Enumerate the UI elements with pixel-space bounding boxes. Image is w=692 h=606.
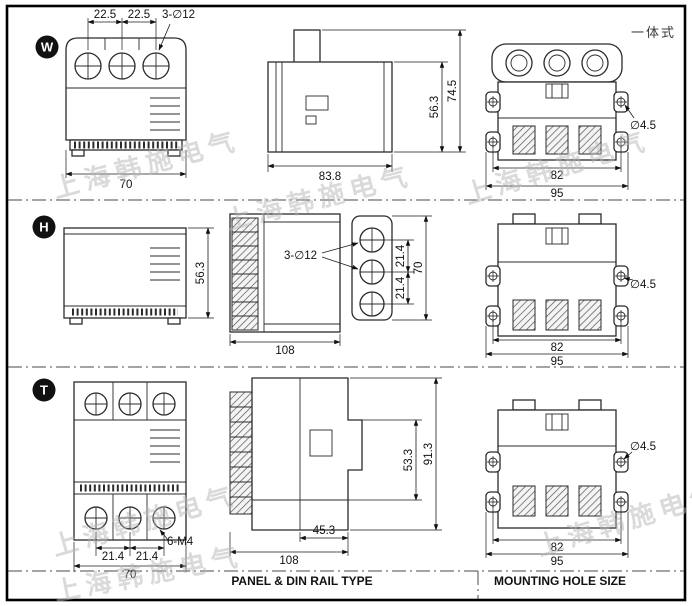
dim-t-mount-hole: ∅4.5 — [630, 441, 656, 453]
dim-t-front-width: 70 — [124, 569, 137, 581]
t-mount-view: ∅4.5 82 95 — [485, 399, 656, 568]
h-mount-view: ∅4.5 82 95 — [485, 213, 656, 368]
dim-t-pitch-a: 21.4 — [102, 551, 125, 563]
footer-labels: PANEL & DIN RAIL TYPE MOUNTING HOLE SIZE — [231, 574, 626, 588]
dim-w-side-height-body: 56.3 — [429, 96, 441, 118]
dim-w-side-height-total: 74.5 — [447, 80, 459, 102]
row-t-badge: T — [32, 378, 56, 402]
section-separators — [8, 199, 684, 599]
row-t: T 21.4 21.4 6-M4 70 — [32, 377, 656, 581]
row-h-badge: H — [32, 215, 56, 239]
dim-t-mount-width-inner: 82 — [551, 542, 564, 554]
dim-h-pitch-a: 21.4 — [395, 244, 407, 267]
row-h-badge-letter: H — [39, 220, 48, 235]
row-h: H 56.3 3-∅12 — [32, 213, 656, 368]
dim-w-holes: 3-∅12 — [162, 9, 195, 21]
dim-w-mount-width-inner: 82 — [551, 170, 564, 182]
dim-t-side-height-body: 53.3 — [403, 449, 415, 471]
t-front-view: 21.4 21.4 6-M4 70 — [73, 381, 194, 581]
row-w-badge: W — [35, 35, 59, 59]
mounting-hole-label: MOUNTING HOLE SIZE — [494, 574, 626, 588]
h-front-view: 56.3 — [63, 227, 214, 325]
row-t-badge-letter: T — [40, 383, 48, 398]
dim-t-pitch-b: 21.4 — [136, 551, 159, 563]
dim-w-side-width: 83.8 — [319, 171, 341, 183]
dim-t-body-width: 108 — [279, 555, 298, 567]
dim-h-hole-span: 70 — [413, 262, 425, 275]
dim-h-mount-hole: ∅4.5 — [630, 279, 656, 291]
dim-t-mount-width-outer: 95 — [551, 556, 564, 568]
dim-h-front-height: 56.3 — [195, 262, 207, 284]
row-w: W 一体式 22.5 22.5 3-∅12 70 — [35, 9, 676, 200]
dim-t-screws: 6-M4 — [167, 536, 194, 548]
dim-h-holes: 3-∅12 — [284, 250, 317, 262]
dim-t-side-height-total: 91.3 — [423, 443, 435, 465]
row-w-badge-letter: W — [41, 40, 54, 55]
dim-h-mount-width-inner: 82 — [551, 342, 564, 354]
dim-t-rail-depth: 45.3 — [313, 525, 335, 537]
dim-h-body-width: 108 — [275, 345, 294, 357]
dim-w-front-width: 70 — [120, 179, 133, 191]
w-side-view: 83.8 56.3 74.5 — [267, 29, 466, 183]
dim-w-pitch-b: 22.5 — [128, 9, 150, 21]
w-mount-view: ∅4.5 82 95 — [485, 43, 656, 200]
dim-h-mount-width-outer: 95 — [551, 356, 564, 368]
w-front-view: 22.5 22.5 3-∅12 70 — [65, 9, 195, 191]
dim-h-pitch-b: 21.4 — [395, 276, 407, 299]
dim-w-mount-hole: ∅4.5 — [630, 120, 656, 132]
dim-w-pitch-a: 22.5 — [94, 9, 116, 21]
panel-din-label: PANEL & DIN RAIL TYPE — [231, 574, 372, 588]
t-side-view: 45.3 108 53.3 91.3 — [229, 377, 442, 567]
integrated-type-label: 一体式 — [631, 26, 676, 41]
h-rear-view: 3-∅12 21.4 21.4 70 108 — [229, 213, 432, 357]
dim-w-mount-width-outer: 95 — [551, 188, 564, 200]
